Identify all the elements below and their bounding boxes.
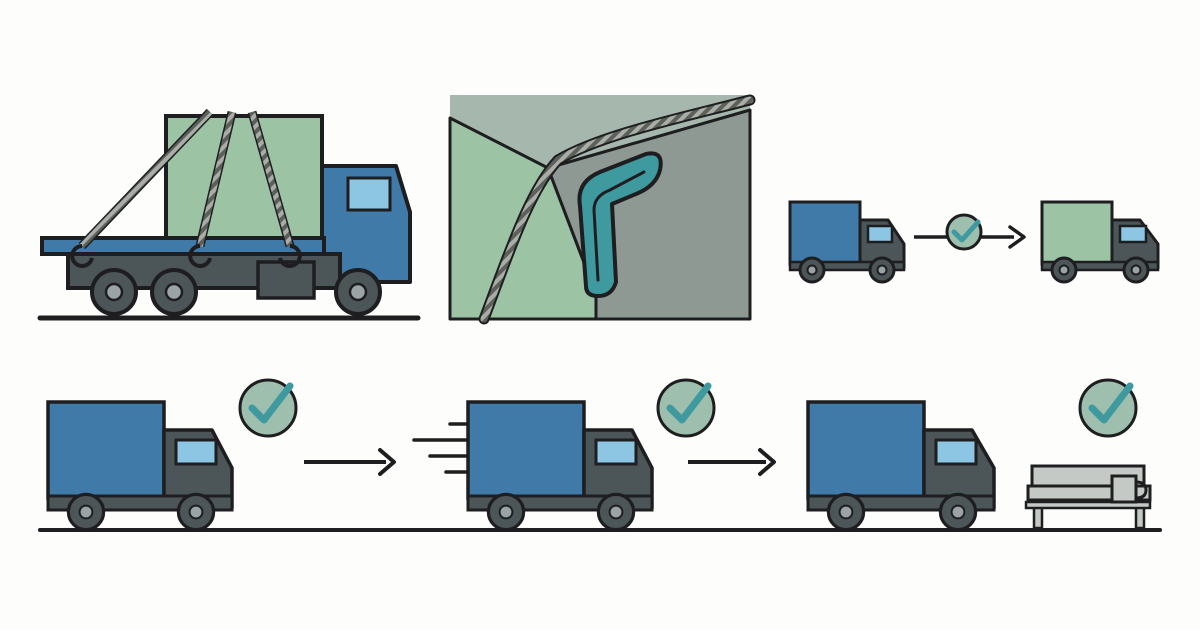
tie-down-straps: [78, 108, 295, 250]
check-icon: [238, 378, 298, 438]
wheel: [90, 268, 138, 316]
truck-stage-3: [806, 400, 996, 532]
strap-hooks: [70, 244, 302, 268]
small-green-truck: [1040, 200, 1160, 284]
arrow-head-icon: [1008, 225, 1026, 249]
fuel-tank: [256, 260, 316, 300]
corner-protector-icon: [577, 151, 663, 298]
flatbed-truck-with-strapped-cargo: [37, 108, 421, 321]
check-icon: [945, 213, 983, 251]
coffee-cup-icon: [1110, 474, 1148, 504]
truck-stage-1: [46, 400, 234, 532]
truck-stage-2: [466, 400, 654, 532]
check-icon: [656, 378, 716, 438]
arrow-head-icon: [758, 448, 776, 476]
truck-swap-check: [788, 200, 1160, 284]
arrow-head-icon: [378, 448, 396, 476]
corner-protector-closeup: [448, 94, 756, 325]
check-icon: [1078, 378, 1138, 438]
wheel: [334, 268, 382, 316]
wheel: [150, 268, 198, 316]
small-blue-truck: [788, 200, 906, 284]
delivery-sequence: [38, 378, 1162, 532]
cab-window: [346, 176, 392, 212]
